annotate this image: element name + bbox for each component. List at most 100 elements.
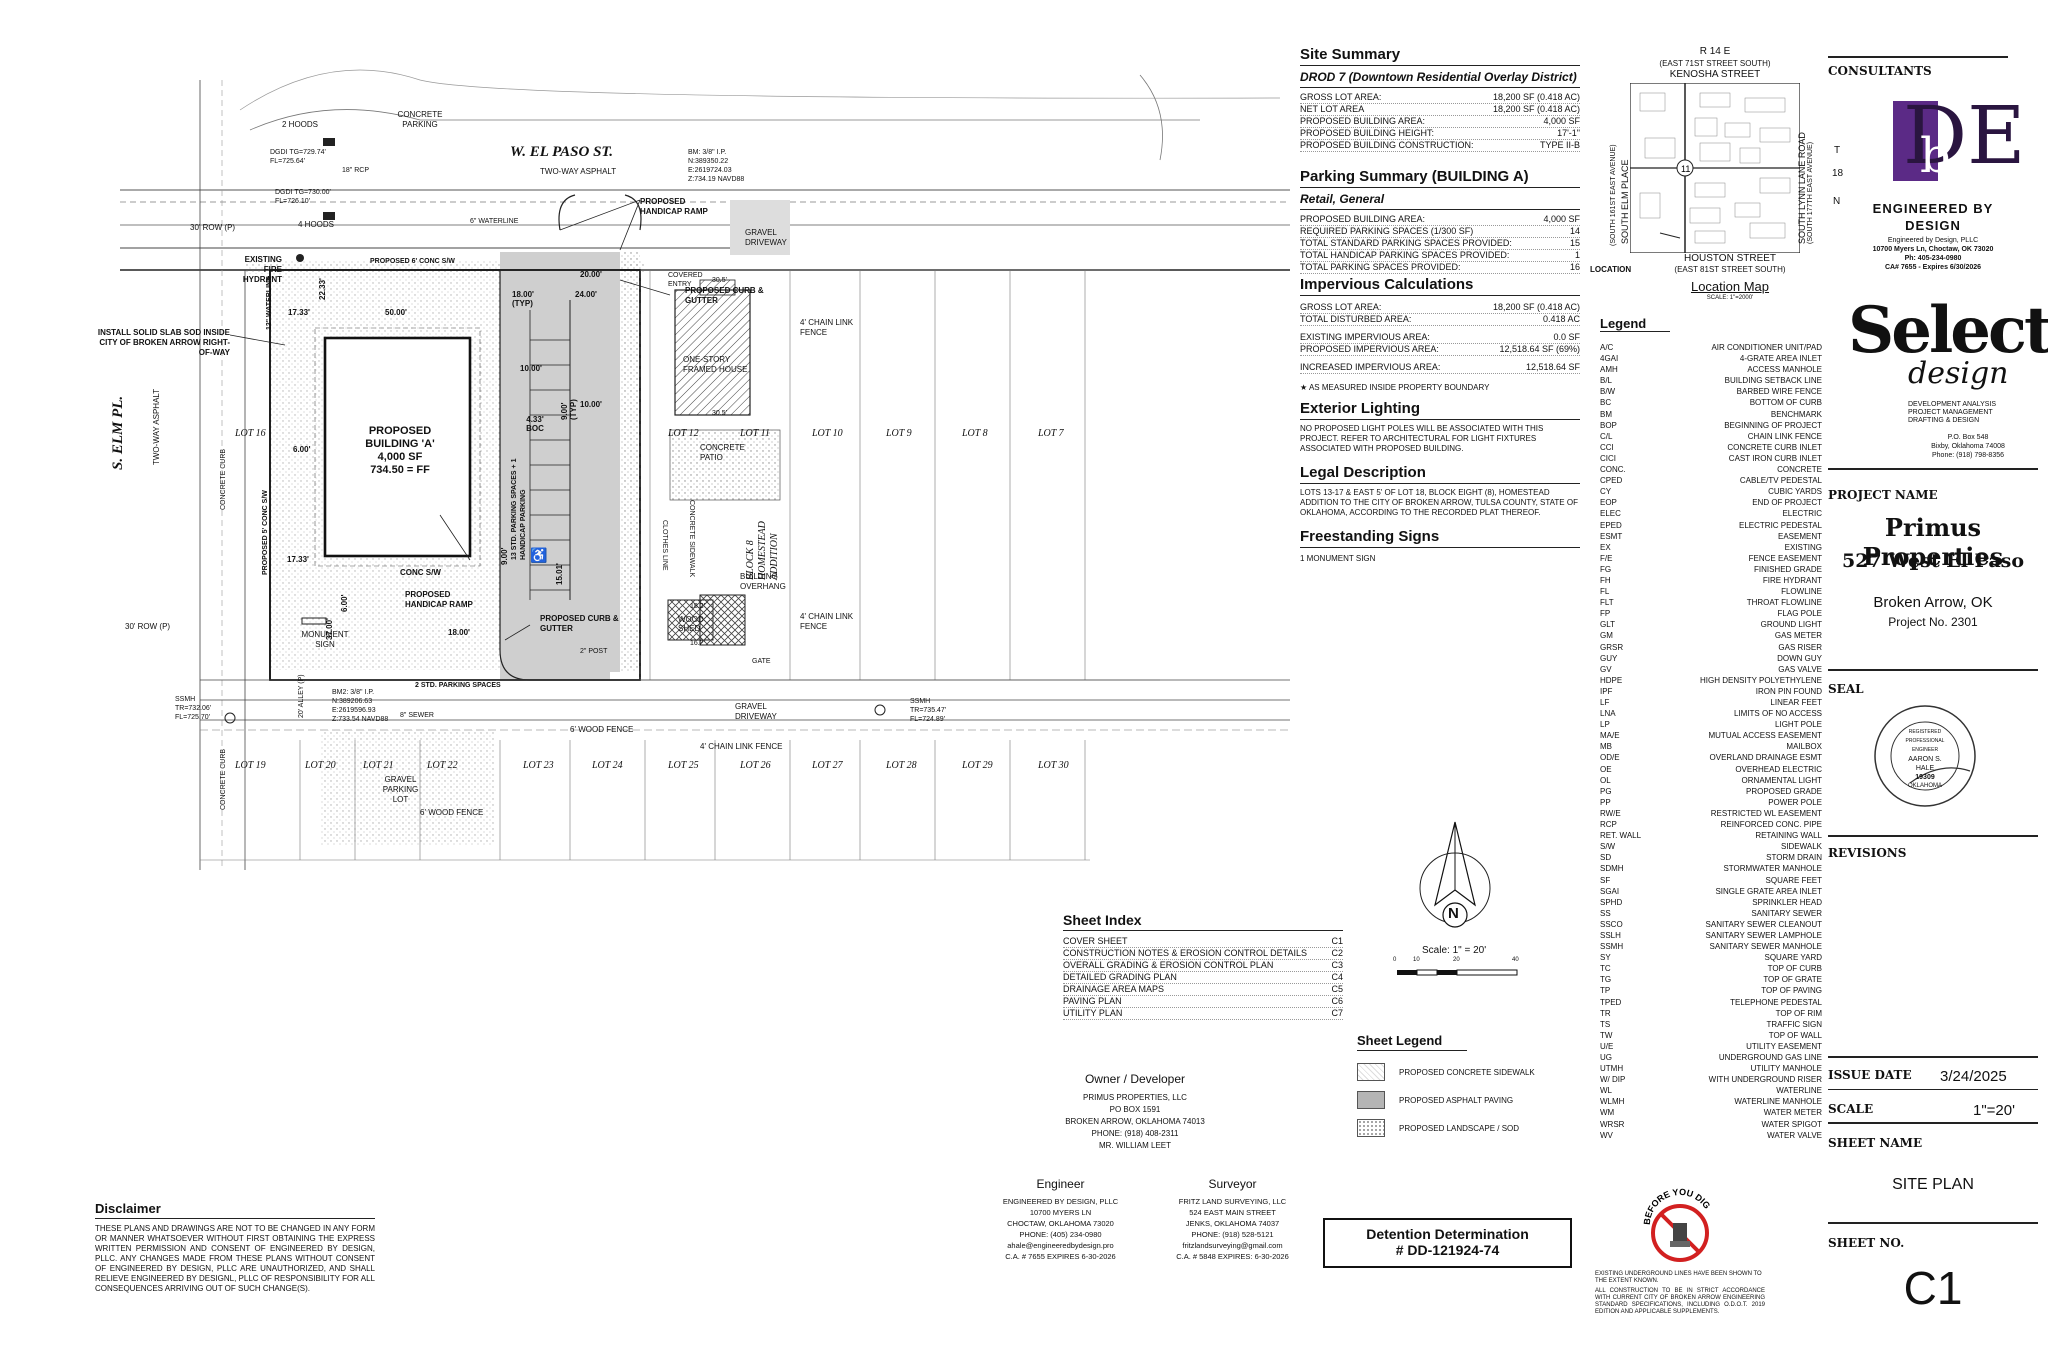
ebd-address-line: Engineered by Design, PLLC	[1887, 237, 1979, 244]
seal-text-line: 19309	[1915, 774, 1935, 781]
legend-abbr: WRSR	[1600, 1119, 1625, 1129]
map-bottom-street: (EAST 81ST STREET SOUTH)	[1674, 265, 1786, 274]
legend-abbr: EOP	[1600, 498, 1617, 508]
legend-desc: GAS RISER	[1778, 642, 1822, 652]
issue-date: 3/24/2025	[1940, 1068, 2007, 1085]
legend-abbr: OD/E	[1600, 753, 1620, 763]
dig-note-1: EXISTING UNDERGROUND LINES HAVE BEEN SHO…	[1595, 1271, 1762, 1284]
legend-desc: TOP OF GRATE	[1763, 975, 1822, 985]
lot-label: LOT 19	[235, 760, 266, 771]
sheet-legend: Sheet Legend PROPOSED CONCRETE SIDEWALK …	[1357, 1033, 1572, 1137]
site-summary-rows: GROSS LOT AREA:18,200 SF (0.418 AC)NET L…	[1300, 92, 1580, 152]
legend-item: CONC.CONCRETE	[1600, 464, 1822, 475]
parking-row: REQUIRED PARKING SPACES (1/300 SF)14	[1300, 226, 1580, 238]
legend-abbr: WV	[1600, 1130, 1613, 1140]
sheet-index-row-label: OVERALL GRADING & EROSION CONTROL PLAN	[1063, 960, 1274, 970]
legend-abbr: LP	[1600, 720, 1610, 730]
legend-abbr: UG	[1600, 1053, 1612, 1062]
impervious-note: ★ AS MEASURED INSIDE PROPERTY BOUNDARY	[1300, 383, 1490, 392]
parking-summary-subtitle: Retail, General	[1300, 192, 1580, 210]
sheet-index-row-value: C4	[1331, 972, 1343, 982]
dim-label: 10.00'	[520, 364, 542, 373]
legend-desc: BUILDING SETBACK LINE	[1724, 376, 1822, 386]
legend-abbr: SF	[1600, 875, 1611, 885]
sheet-index-row-value: C1	[1331, 936, 1343, 946]
lot-label: LOT 26	[740, 760, 771, 771]
legend-abbr: TPED	[1600, 997, 1622, 1007]
ebd-address: Engineered by Design, PLLC 10700 Myers L…	[1843, 236, 2023, 272]
legend-desc: FIRE HYDRANT	[1762, 575, 1822, 585]
legend-desc: SANITARY SEWER MANHOLE	[1709, 942, 1822, 952]
legend-abbr: MB	[1600, 742, 1612, 752]
note-chain-fence-1: 4' CHAIN LINK FENCE	[800, 318, 854, 337]
detention-box: Detention Determination # DD-121924-74	[1323, 1218, 1572, 1268]
legend-desc: WATERLINE MANHOLE	[1734, 1097, 1822, 1107]
legend-desc: FLAG POLE	[1777, 609, 1822, 619]
note-concrete-patio: CONCRETE PATIO	[700, 443, 745, 462]
legend-abbr: WLMH	[1600, 1097, 1625, 1107]
note-handicap-ramp-bottom: PROPOSED HANDICAP RAMP	[405, 590, 473, 609]
impervious-row-value: 0.418 AC	[1542, 314, 1580, 324]
dim-label: 30.5'	[712, 277, 727, 284]
site-summary: Site Summary DROD 7 (Downtown Residentia…	[1300, 46, 1580, 152]
parking-row: TOTAL PARKING SPACES PROVIDED:16	[1300, 262, 1580, 274]
legend-abbr: FLT	[1600, 598, 1614, 608]
map-lynn-sub: (SOUTH 177TH EAST AVENUE)	[1807, 141, 1814, 244]
legend-abbr: U/E	[1600, 1041, 1614, 1051]
title-block-rule	[1828, 669, 2038, 671]
sheet-index-row-label: CONSTRUCTION NOTES & EROSION CONTROL DET…	[1063, 948, 1308, 958]
parking-summary: Parking Summary (BUILDING A) Retail, Gen…	[1300, 168, 1580, 274]
sheet-no-label: SHEET NO.	[1828, 1236, 1905, 1250]
site-summary-row-value: 18,200 SF (0.418 AC)	[1492, 104, 1580, 114]
lot-label: LOT 24	[592, 760, 623, 771]
dim-label: 50.00'	[385, 308, 407, 317]
sheet-index-row-value: C2	[1331, 948, 1343, 958]
surveyor-line: 524 EAST MAIN STREET	[1189, 1208, 1276, 1217]
note-hoods-4: 4 HOODS	[298, 220, 335, 229]
lot-label: LOT 7	[1038, 428, 1064, 439]
site-summary-subtitle: DROD 7 (Downtown Residential Overlay Dis…	[1300, 70, 1580, 88]
owner-line: PHONE: (918) 408-2311	[1091, 1129, 1179, 1138]
freestanding-signs: Freestanding Signs 1 MONUMENT SIGN	[1300, 528, 1580, 564]
note-gravel-lot: GRAVEL PARKING LOT	[382, 775, 419, 804]
impervious-row-label: PROPOSED IMPERVIOUS AREA:	[1300, 344, 1439, 354]
sheet-legend-item: PROPOSED ASPHALT PAVING	[1357, 1091, 1572, 1109]
lot-label: LOT 10	[812, 428, 843, 439]
engineer-line: ahale@engineeredbydesign.pro	[1007, 1241, 1114, 1250]
legend-desc: MUTUAL ACCESS EASEMENT	[1708, 731, 1822, 741]
legend-desc: TOP OF PAVING	[1761, 986, 1822, 996]
legend-abbr: SY	[1600, 953, 1611, 963]
legend-desc: LIMITS OF NO ACCESS	[1733, 709, 1822, 719]
surveyor-title: Surveyor	[1208, 1177, 1257, 1191]
lot-label: LOT 28	[886, 760, 917, 771]
parking-row-label: TOTAL STANDARD PARKING SPACES PROVIDED:	[1300, 238, 1512, 248]
owner-block: Owner / Developer PRIMUS PROPERTIES, LLC…	[1045, 1072, 1225, 1152]
impervious-row-label: INCREASED IMPERVIOUS AREA:	[1300, 362, 1441, 372]
legend-desc: ELECTRIC PEDESTAL	[1739, 520, 1822, 530]
site-summary-row-label: GROSS LOT AREA:	[1300, 92, 1382, 102]
note-waterline-left: 12" WATERLINE	[266, 276, 273, 330]
legend-abbr: TR	[1600, 1008, 1611, 1018]
legend-abbr: TG	[1600, 975, 1612, 985]
surveyor-line: JENKS, OKLAHOMA 74037	[1185, 1219, 1280, 1228]
surveyor-line: fritzlandsurveying@gmail.com	[1182, 1241, 1283, 1250]
legend-desc: BENCHMARK	[1770, 409, 1822, 419]
legend-abbr: RW/E	[1600, 808, 1621, 818]
sheet-index-row: CONSTRUCTION NOTES & EROSION CONTROL DET…	[1063, 948, 1343, 960]
dim-label: 18.00'	[448, 628, 470, 637]
exterior-lighting-text: NO PROPOSED LIGHT POLES WILL BE ASSOCIAT…	[1300, 424, 1544, 453]
sheet-name: SITE PLAN	[1892, 1176, 1974, 1193]
sheet-index-row-label: DRAINAGE AREA MAPS	[1063, 984, 1165, 994]
legend-desc: GAS METER	[1774, 631, 1822, 641]
legend-desc: ACCESS MANHOLE	[1747, 365, 1822, 375]
